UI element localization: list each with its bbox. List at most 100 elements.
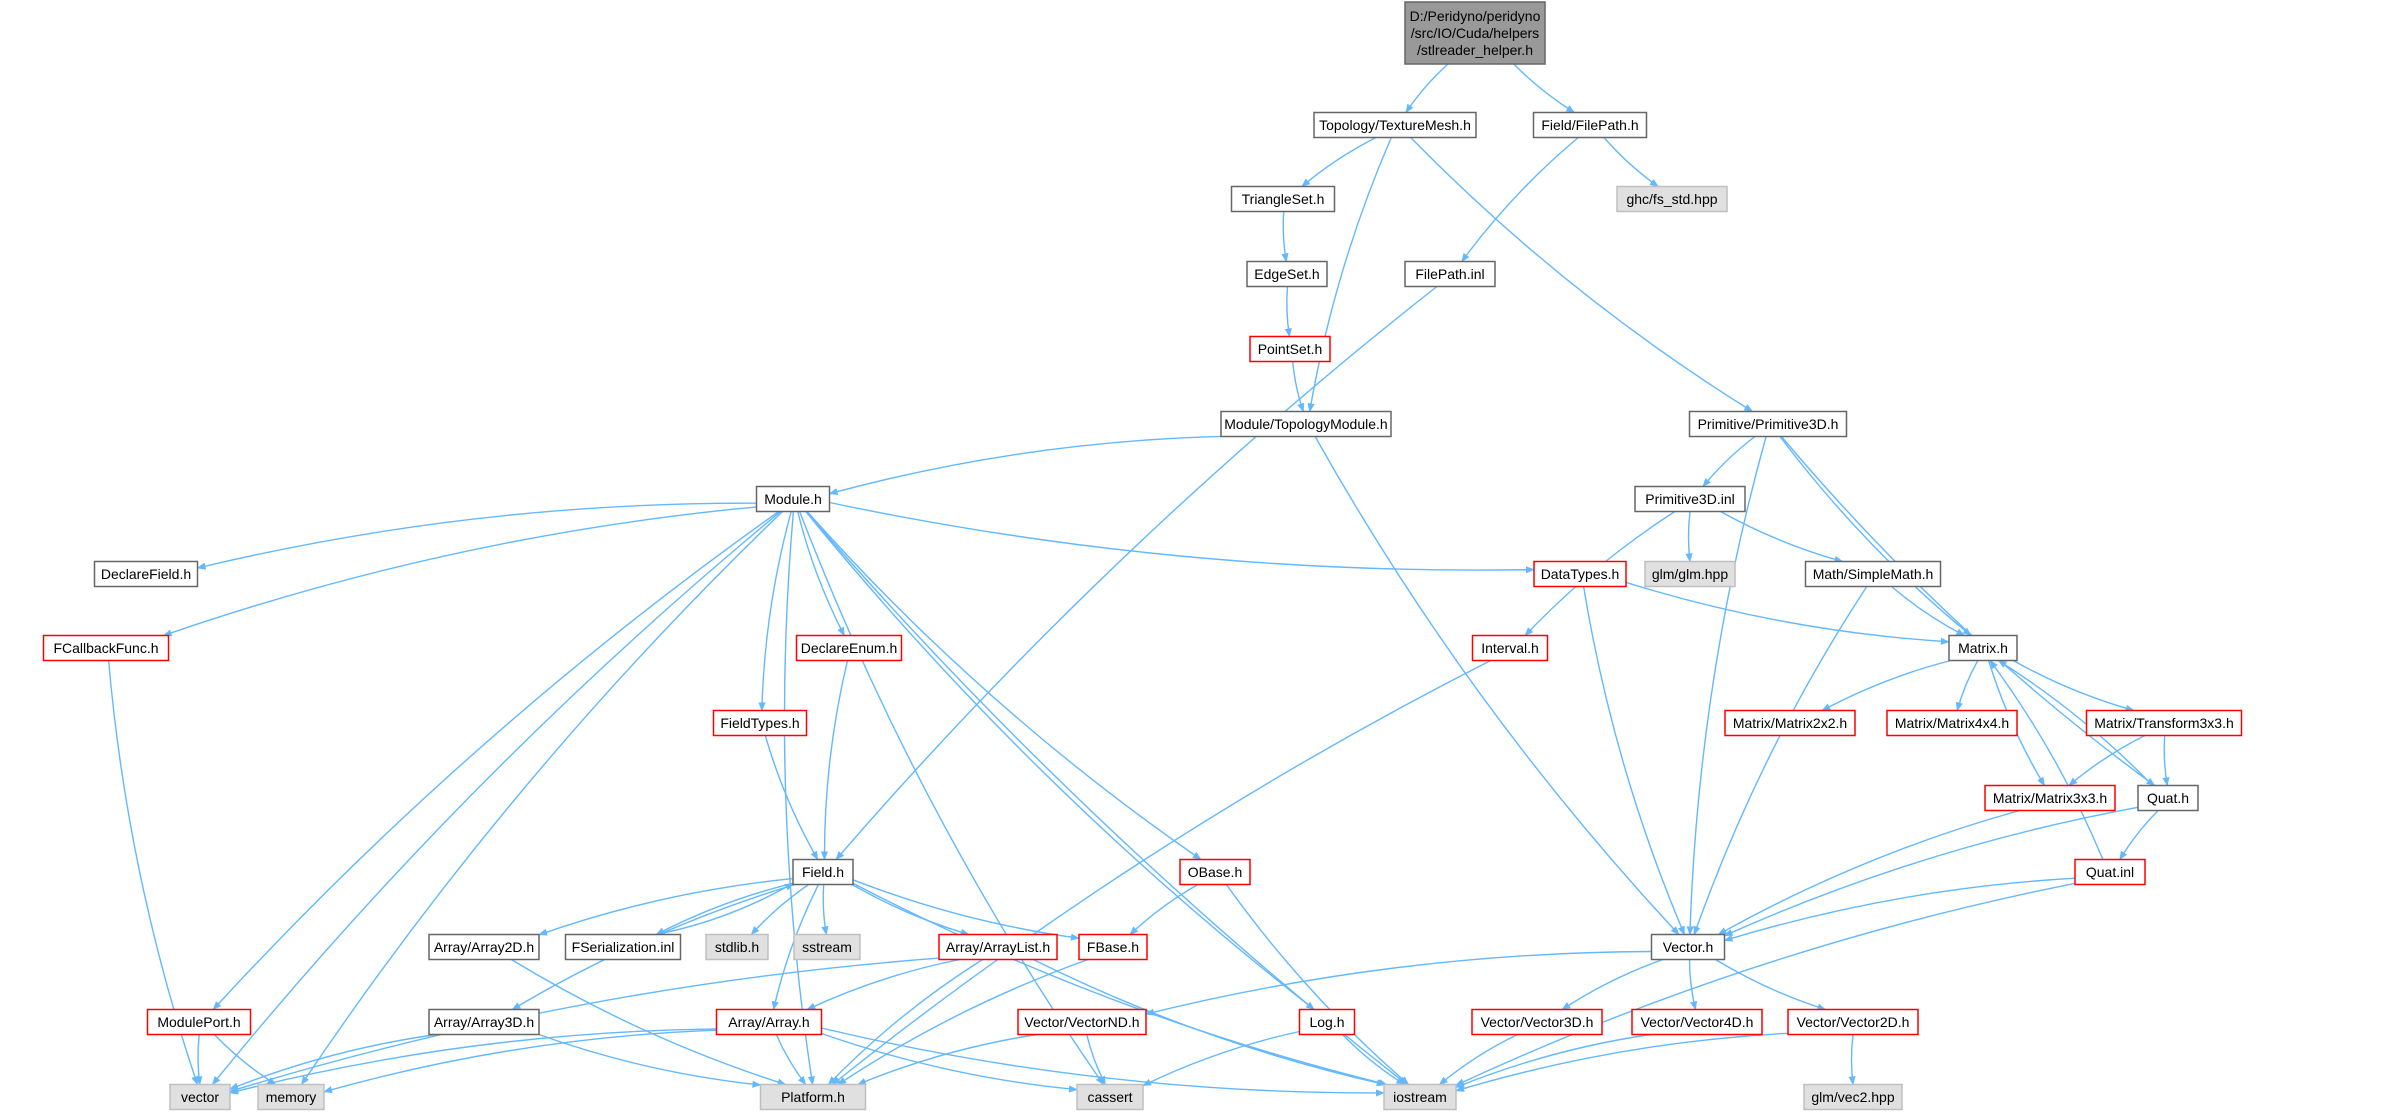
node-fbase[interactable]: FBase.h [1078,933,1148,961]
node-box-filepath[interactable] [1532,111,1648,139]
node-box-prim3dinl[interactable] [1634,485,1746,513]
node-box-arrlist[interactable] [938,933,1058,961]
node-box-arr2d[interactable] [428,933,540,961]
node-box-memory[interactable] [257,1083,325,1111]
node-filepathinl[interactable]: FilePath.inl [1404,260,1496,288]
node-field[interactable]: Field.h [792,858,854,886]
node-vector[interactable]: Vector.h [1650,933,1726,961]
node-quath[interactable]: Quat.h [2137,784,2199,812]
node-box-vectorstd[interactable] [169,1083,231,1111]
node-box-topomod[interactable] [1220,410,1392,438]
node-matrix[interactable]: Matrix.h [1948,634,2018,662]
node-obase[interactable]: OBase.h [1179,858,1251,886]
node-box-simplemath[interactable] [1804,560,1942,588]
node-fieldtypes[interactable]: FieldTypes.h [712,709,808,737]
node-prim3dinl[interactable]: Primitive3D.inl [1634,485,1746,513]
node-box-vecnd[interactable] [1017,1008,1147,1036]
node-box-matrix[interactable] [1948,634,2018,662]
node-quatinl[interactable]: Quat.inl [2074,858,2146,886]
node-box-arr3d[interactable] [428,1008,540,1036]
node-box-prim3dh[interactable] [1688,410,1848,438]
node-v2d[interactable]: Vector/Vector2D.h [1787,1008,1919,1036]
node-box-modport[interactable] [146,1008,252,1036]
node-modport[interactable]: ModulePort.h [146,1008,252,1036]
node-arrayh[interactable]: Array/Array.h [715,1008,823,1036]
node-box-module[interactable] [755,485,831,513]
node-box-transform[interactable] [2085,709,2243,737]
node-root[interactable]: D:/Peridyno/peridyno/src/IO/Cuda/helpers… [1404,1,1546,65]
node-box-sstream[interactable] [793,933,861,961]
node-box-filepathinl[interactable] [1404,260,1496,288]
node-box-ghcfs[interactable] [1616,185,1728,213]
node-box-v2d[interactable] [1787,1008,1919,1036]
node-arrlist[interactable]: Array/ArrayList.h [938,933,1058,961]
node-box-vector[interactable] [1650,933,1726,961]
node-box-declfield[interactable] [93,560,199,588]
node-box-m4x4[interactable] [1886,709,2018,737]
node-filepath[interactable]: Field/FilePath.h [1532,111,1648,139]
node-box-logh[interactable] [1298,1008,1356,1036]
node-box-stdlib[interactable] [705,933,769,961]
node-glmvec2[interactable]: glm/vec2.hpp [1803,1083,1903,1111]
node-transform[interactable]: Matrix/Transform3x3.h [2085,709,2243,737]
node-vectorstd[interactable]: vector [169,1083,231,1111]
node-glmglm[interactable]: glm/glm.hpp [1644,560,1736,588]
node-box-edgeset[interactable] [1246,260,1328,288]
node-module[interactable]: Module.h [755,485,831,513]
node-interval[interactable]: Interval.h [1471,634,1549,662]
node-fcallback[interactable]: FCallbackFunc.h [42,634,170,662]
node-sstream[interactable]: sstream [793,933,861,961]
node-ghcfs[interactable]: ghc/fs_std.hpp [1616,185,1728,213]
node-topomod[interactable]: Module/TopologyModule.h [1220,410,1392,438]
node-m2x2[interactable]: Matrix/Matrix2x2.h [1724,709,1856,737]
node-box-fser[interactable] [564,933,682,961]
node-box-root[interactable] [1404,1,1546,65]
node-box-glmvec2[interactable] [1803,1083,1903,1111]
node-box-fbase[interactable] [1078,933,1148,961]
node-box-cassert[interactable] [1076,1083,1144,1111]
node-box-iostream[interactable] [1383,1083,1457,1111]
node-box-field[interactable] [792,858,854,886]
node-pointset[interactable]: PointSet.h [1249,335,1331,363]
node-box-datatypes[interactable] [1533,560,1627,588]
node-texmesh[interactable]: Topology/TextureMesh.h [1313,111,1477,139]
node-fser[interactable]: FSerialization.inl [564,933,682,961]
node-box-fieldtypes[interactable] [712,709,808,737]
node-vecnd[interactable]: Vector/VectorND.h [1017,1008,1147,1036]
node-m4x4[interactable]: Matrix/Matrix4x4.h [1886,709,2018,737]
node-simplemath[interactable]: Math/SimpleMath.h [1804,560,1942,588]
node-arr3d[interactable]: Array/Array3D.h [428,1008,540,1036]
node-box-platform[interactable] [759,1083,867,1111]
node-triset[interactable]: TriangleSet.h [1230,185,1336,213]
node-box-glmglm[interactable] [1644,560,1736,588]
node-platform[interactable]: Platform.h [759,1083,867,1111]
node-box-texmesh[interactable] [1313,111,1477,139]
node-iostream[interactable]: iostream [1383,1083,1457,1111]
node-box-v3d[interactable] [1471,1008,1603,1036]
node-box-arrayh[interactable] [715,1008,823,1036]
node-m3x3[interactable]: Matrix/Matrix3x3.h [1984,784,2116,812]
node-arr2d[interactable]: Array/Array2D.h [428,933,540,961]
node-box-fcallback[interactable] [42,634,170,662]
node-prim3dh[interactable]: Primitive/Primitive3D.h [1688,410,1848,438]
node-box-declenum[interactable] [795,634,903,662]
node-box-triset[interactable] [1230,185,1336,213]
node-v4d[interactable]: Vector/Vector4D.h [1631,1008,1763,1036]
node-box-interval[interactable] [1471,634,1549,662]
node-box-quath[interactable] [2137,784,2199,812]
node-cassert[interactable]: cassert [1076,1083,1144,1111]
node-declenum[interactable]: DeclareEnum.h [795,634,903,662]
node-datatypes[interactable]: DataTypes.h [1533,560,1627,588]
node-box-v4d[interactable] [1631,1008,1763,1036]
node-logh[interactable]: Log.h [1298,1008,1356,1036]
node-box-obase[interactable] [1179,858,1251,886]
node-stdlib[interactable]: stdlib.h [705,933,769,961]
node-memory[interactable]: memory [257,1083,325,1111]
node-box-m3x3[interactable] [1984,784,2116,812]
node-edgeset[interactable]: EdgeSet.h [1246,260,1328,288]
node-box-m2x2[interactable] [1724,709,1856,737]
node-box-quatinl[interactable] [2074,858,2146,886]
node-v3d[interactable]: Vector/Vector3D.h [1471,1008,1603,1036]
node-declfield[interactable]: DeclareField.h [93,560,199,588]
node-box-pointset[interactable] [1249,335,1331,363]
